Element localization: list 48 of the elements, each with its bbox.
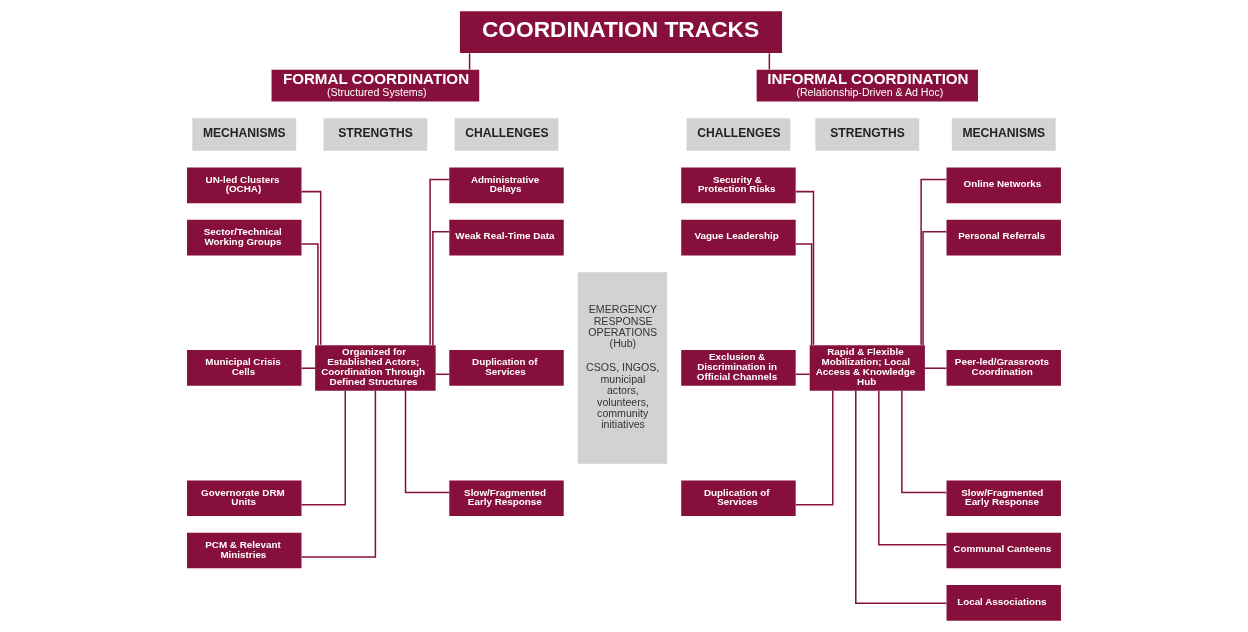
node-box: Sector/Technical Working Groups (187, 219, 302, 256)
node-box: Personal Referrals (946, 219, 1061, 256)
node-box: Online Networks (946, 167, 1061, 204)
node-box: Duplication of Services (449, 350, 564, 386)
connector (922, 231, 948, 346)
node-box: MECHANISMS (192, 118, 297, 151)
connector (300, 190, 322, 346)
node-box: STRENGTHS (815, 118, 920, 151)
connector (794, 243, 813, 346)
node-box: Organized for Established Actors; Coordination Through Defined Structures (315, 345, 436, 391)
node-box: Slow/Fragmented Early Response (449, 480, 564, 517)
connector (924, 367, 948, 369)
node-box: PCM & Relevant Ministries (187, 532, 302, 569)
connector (404, 390, 450, 494)
node-box: Communal Canteens (946, 532, 1061, 569)
connector (878, 389, 948, 546)
node-box: Rapid & Flexible Mobilization; Local Access & Knowledge Hub (809, 345, 925, 391)
node-box: Vague Leadership (681, 219, 796, 256)
node-box: Peer-led/Grassroots Coordination (946, 350, 1061, 386)
node-box: Weak Real-Time Data (449, 219, 564, 256)
connector (300, 390, 346, 506)
node-box: UN-led Clusters (OCHA) (187, 167, 302, 204)
node-box: CHALLENGES (454, 118, 559, 151)
connector (300, 389, 377, 558)
connector (920, 178, 948, 346)
node-box: FORMAL COORDINATION (Structured Systems) (271, 69, 480, 102)
connector (795, 390, 834, 506)
connector (794, 190, 815, 346)
node-box: Municipal Crisis Cells (187, 350, 302, 386)
node-box: INFORMAL COORDINATION (Relationship-Driven & Ad Hoc) (756, 69, 978, 102)
node-box: CHALLENGES (686, 118, 791, 151)
node-box: Duplication of Services (681, 480, 796, 517)
node-box: Exclusion & Discrimination in Official Channels (681, 350, 796, 386)
node-box: Local Associations (946, 585, 1061, 621)
node-box: MECHANISMS (951, 118, 1056, 151)
connector (901, 390, 947, 494)
connector (300, 243, 319, 346)
connector (432, 231, 450, 346)
node-box: STRENGTHS (323, 118, 428, 151)
node-box: Security & Protection Risks (681, 167, 796, 204)
node-box: Administrative Delays (449, 167, 564, 204)
node-box: EMERGENCY RESPONSE OPERATIONS (Hub) CSOS, INGOS, municipal actors, volunteers, community initiatives (577, 272, 668, 464)
node-box: Governorate DRM Units (187, 480, 302, 517)
node-box: COORDINATION TRACKS (459, 11, 783, 54)
connector (855, 389, 948, 604)
node-box: Slow/Fragmented Early Response (946, 480, 1061, 517)
connector (300, 367, 316, 369)
connector (429, 178, 450, 346)
